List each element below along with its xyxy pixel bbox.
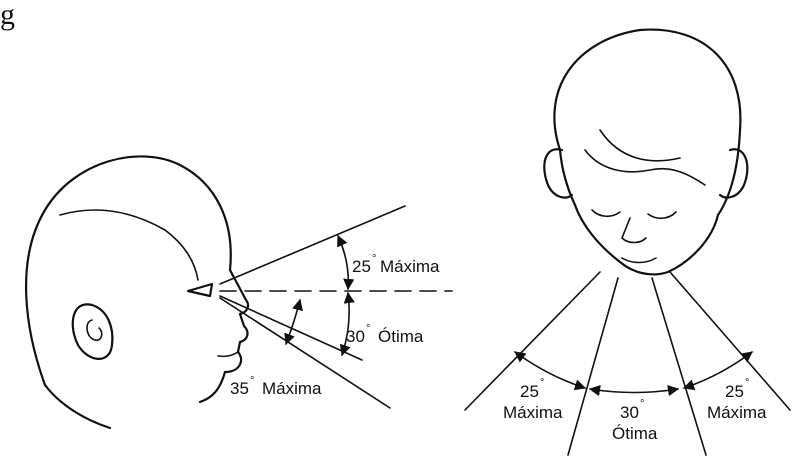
optimal-angle-label: Ótima [378, 327, 424, 346]
front-mouth [622, 258, 656, 263]
front-center-angle-arc [590, 389, 678, 393]
front-center-angle-label: Ótima [612, 424, 658, 443]
optimal-angle-value: 30 [346, 327, 365, 346]
upper-max-line [220, 206, 405, 284]
side-hairline [60, 210, 198, 280]
side-upper-label: 25 ° Máxima [352, 253, 440, 276]
side-neck-outline [45, 385, 110, 428]
side-sight-lines [220, 206, 452, 408]
front-center-angle-degree: ° [640, 398, 644, 410]
front-right-angle-value: 25 [725, 382, 744, 401]
optimal-angle-degree: ° [366, 323, 370, 335]
front-right-angle-label: Máxima [707, 403, 767, 422]
side-optimal-label: 30 ° Ótima [346, 323, 424, 346]
front-left-label: 25 ° Máxima [503, 377, 563, 422]
front-left-angle-label: Máxima [503, 403, 563, 422]
side-lower-label: 35 ° Máxima [230, 375, 322, 398]
front-left-eye [592, 210, 620, 216]
side-eye [188, 284, 212, 296]
side-angle-arcs [286, 236, 349, 355]
upper-angle-label: Máxima [380, 257, 440, 276]
lower-angle-arc [286, 300, 300, 344]
lower-angle-label: Máxima [262, 379, 322, 398]
upper-angle-arc [338, 236, 348, 289]
side-head-outline [26, 156, 248, 402]
front-center-angle-value: 30 [620, 403, 639, 422]
side-mouth [218, 352, 238, 356]
front-angle-arcs [515, 352, 752, 393]
front-view-figure [544, 30, 747, 275]
side-view-figure [26, 156, 248, 428]
front-left-angle-degree: ° [540, 377, 544, 389]
front-head-outline [554, 30, 740, 275]
front-nose [622, 218, 646, 243]
ear-inner [87, 320, 102, 340]
lower-angle-value: 35 [230, 379, 249, 398]
front-center-label: 30 ° Ótima [612, 398, 658, 443]
front-right-label: 25 ° Máxima [707, 377, 767, 422]
front-hair-strand [600, 130, 680, 161]
upper-angle-value: 25 [352, 257, 371, 276]
lower-angle-degree: ° [250, 375, 254, 387]
ear-outline [73, 304, 113, 359]
front-right-eye [648, 212, 676, 218]
front-right-angle-degree: ° [745, 377, 749, 389]
front-hair-fringe [585, 150, 705, 185]
upper-angle-degree: ° [372, 253, 376, 265]
header-fragment: g [0, 0, 15, 31]
front-left-angle-value: 25 [520, 382, 539, 401]
front-left-optimal-line [568, 278, 618, 455]
